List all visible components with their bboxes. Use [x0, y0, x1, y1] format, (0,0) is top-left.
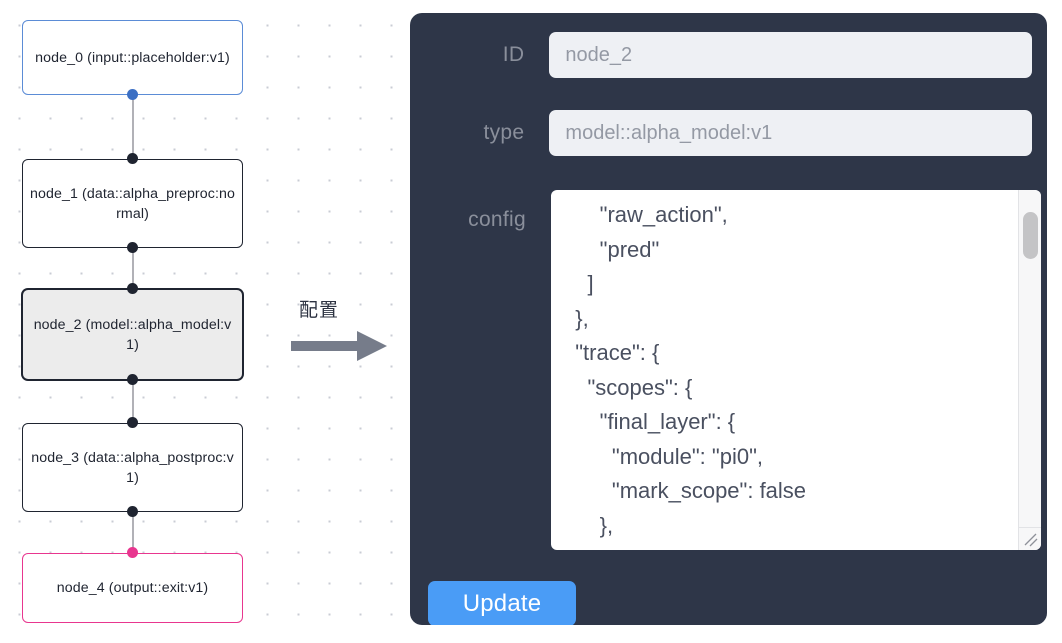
config-scrollbar[interactable]	[1018, 190, 1041, 528]
config-scrollbar-thumb[interactable]	[1023, 212, 1038, 259]
flow-node-label: node_4 (output::exit:v1)	[56, 580, 209, 596]
flow-node-label: node_2 (model::alpha_model:v1)	[33, 316, 232, 353]
config-field-label: config	[468, 208, 526, 231]
id-field-label: ID	[502, 43, 525, 66]
flow-node-label: node_0 (input::placeholder:v1)	[35, 49, 230, 66]
edge-node2-node3[interactable]	[132, 380, 135, 423]
handle-node_3-target[interactable]	[127, 417, 138, 428]
edge-node3-node4[interactable]	[132, 512, 135, 553]
transition-label: 配置	[299, 299, 340, 321]
field-row-id: ID	[428, 32, 1032, 78]
handle-node_4-target[interactable]	[127, 547, 138, 558]
config-editor: "raw_action", "pred" ] }, "trace": { "sc…	[551, 190, 1041, 550]
flow-node-label: node_1 (data::alpha_preproc:normal)	[30, 185, 235, 222]
arrow-right-icon	[291, 329, 391, 368]
flow-canvas[interactable]: node_0 (input::placeholder:v1) node_1 (d…	[0, 0, 410, 643]
transition-annotation: 配置	[291, 295, 396, 365]
handle-node_1-source[interactable]	[127, 242, 138, 253]
id-input[interactable]	[549, 32, 1032, 78]
handle-node_3-source[interactable]	[127, 506, 138, 517]
flow-node-node_0[interactable]: node_0 (input::placeholder:v1)	[22, 20, 243, 95]
flow-node-node_3[interactable]: node_3 (data::alpha_postproc:v1)	[22, 423, 243, 512]
config-textarea[interactable]: "raw_action", "pred" ] }, "trace": { "sc…	[551, 190, 1041, 550]
type-field-label: type	[483, 121, 525, 144]
field-row-config: config "raw_action", "pred" ] }, "trace"…	[428, 190, 1041, 550]
handle-node_2-source[interactable]	[127, 374, 138, 385]
type-input[interactable]	[549, 110, 1032, 156]
field-row-type: type	[428, 110, 1032, 156]
flow-node-node_1[interactable]: node_1 (data::alpha_preproc:normal)	[22, 159, 243, 248]
node-config-panel: ID type config "raw_action", "pred" ] },…	[410, 13, 1047, 625]
edge-node0-node1[interactable]	[132, 95, 135, 159]
resize-grip-icon[interactable]	[1018, 527, 1041, 550]
update-button[interactable]: Update	[428, 581, 576, 625]
handle-node_0-source[interactable]	[127, 89, 138, 100]
flow-node-node_4[interactable]: node_4 (output::exit:v1)	[22, 553, 243, 623]
edge-node1-node2[interactable]	[132, 248, 135, 289]
handle-node_2-target[interactable]	[127, 283, 138, 294]
flow-node-node_2[interactable]: node_2 (model::alpha_model:v1)	[22, 289, 243, 380]
handle-node_1-target[interactable]	[127, 153, 138, 164]
flow-node-label: node_3 (data::alpha_postproc:v1)	[31, 449, 234, 486]
